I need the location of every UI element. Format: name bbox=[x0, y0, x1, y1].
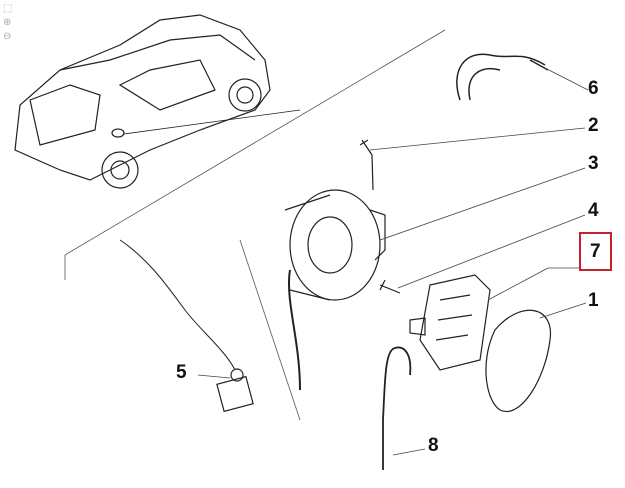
detail-outline bbox=[64, 29, 446, 421]
zoom-out-icon[interactable]: ⊖ bbox=[3, 31, 12, 42]
fit-page-icon[interactable]: ⬚ bbox=[3, 3, 13, 14]
car-illustration bbox=[14, 14, 301, 189]
part-7-flap bbox=[409, 274, 491, 371]
callout-6[interactable]: 6 bbox=[588, 78, 599, 99]
zoom-in-icon[interactable]: ⊕ bbox=[3, 17, 12, 28]
callout-1[interactable]: 1 bbox=[588, 290, 599, 311]
callout-3[interactable]: 3 bbox=[588, 153, 599, 174]
callout-8[interactable]: 8 bbox=[428, 435, 439, 456]
part-6-cable bbox=[456, 53, 549, 101]
callout-2[interactable]: 2 bbox=[588, 115, 599, 136]
callout-7-highlighted[interactable]: 7 bbox=[579, 232, 612, 271]
leader-lines bbox=[197, 67, 589, 456]
part-2-rod bbox=[359, 139, 374, 191]
callout-5[interactable]: 5 bbox=[176, 362, 187, 383]
part-4-screw bbox=[379, 279, 401, 294]
part-5-actuator bbox=[119, 239, 254, 413]
callout-4[interactable]: 4 bbox=[588, 200, 599, 221]
part-1-cover bbox=[485, 309, 552, 413]
part-3-housing bbox=[284, 189, 386, 391]
part-8-tube bbox=[382, 346, 412, 470]
